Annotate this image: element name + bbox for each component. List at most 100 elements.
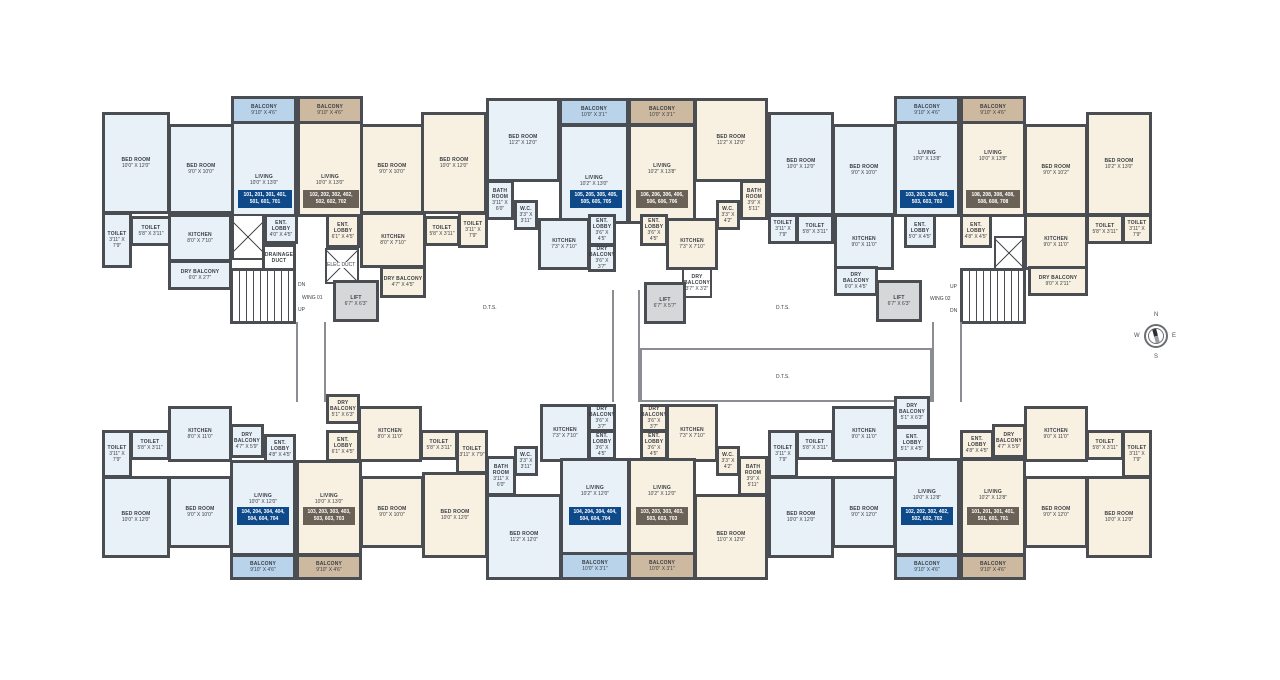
room-dim: 3'7" X 3'2" bbox=[685, 286, 709, 292]
corridor-left bbox=[296, 322, 326, 402]
room-dim: 10'0" X 13'0" bbox=[314, 499, 344, 505]
room-dim: 11'2" X 12'0" bbox=[717, 140, 745, 146]
b4-unit-numbers: 103, 203, 303, 403, 503, 603, 703 bbox=[636, 507, 688, 525]
b2-toilet-2: TOILET 3'11" X 7'9" bbox=[456, 430, 488, 474]
room-dim: 10'0" X 13'0" bbox=[249, 180, 279, 186]
room-dim: 5'8" X 3'11" bbox=[1092, 445, 1118, 451]
b2-bedroom-2: BED ROOM 10'0" X 12'0" bbox=[422, 472, 488, 558]
room-dim: 3'11" X 7'9" bbox=[465, 227, 481, 239]
room-name: TOILET bbox=[805, 439, 825, 445]
room-name: BED ROOM bbox=[849, 506, 879, 512]
stair-dn-label: DN bbox=[298, 282, 306, 288]
room-name: TOILET bbox=[463, 221, 483, 227]
room-dim: 9'0" X 11'0" bbox=[851, 434, 877, 440]
room-dim: 3'6" X 3'7" bbox=[647, 418, 661, 430]
b1-bedroom-2: BED ROOM 9'0" X 10'0" bbox=[168, 476, 232, 548]
room-dim: 11'0" X 12'0" bbox=[717, 537, 745, 543]
b3-bedroom: BED ROOM 11'2" X 12'0" bbox=[486, 494, 562, 580]
room-dim: 9'10" X 4'6" bbox=[980, 110, 1006, 116]
room-dim: 8'0" X 11'0" bbox=[187, 434, 213, 440]
room-name: BED ROOM bbox=[121, 157, 151, 163]
t3-unit-numbers: 105, 205, 305, 405, 505, 605, 705 bbox=[570, 190, 622, 208]
b4-dry-balcony: DRY BALCONY 3'6" X 3'7" bbox=[640, 404, 668, 432]
room-dim: 9'0" X 12'0" bbox=[851, 512, 877, 518]
room-dim: 9'0" X 2'11" bbox=[1045, 281, 1071, 287]
t6-bedroom-2: BED ROOM 10'2" X 13'0" bbox=[1086, 112, 1152, 216]
room-dim: 5'1" X 6'3" bbox=[331, 412, 355, 418]
t5-bedroom-2: BED ROOM 9'0" X 10'0" bbox=[832, 124, 896, 216]
room-name: ENT. LOBBY bbox=[592, 433, 612, 445]
room-name: LIVING bbox=[918, 489, 936, 495]
room-name: BED ROOM bbox=[440, 509, 470, 515]
room-dim: 10'2" X 13'8" bbox=[647, 169, 677, 175]
b6-balcony: BALCONY 9'10" X 4'6" bbox=[960, 554, 1026, 580]
compass-inner-ring bbox=[1148, 328, 1164, 344]
room-name: BED ROOM bbox=[1104, 511, 1134, 517]
room-name: LIVING bbox=[320, 493, 338, 499]
t3-dry-balcony: DRY BALCONY 3'6" X 3'7" bbox=[588, 244, 616, 272]
t3-balcony: BALCONY 10'0" X 3'1" bbox=[559, 98, 629, 126]
room-name: DRY BALCONY bbox=[898, 403, 926, 415]
wing-01-label: WING 01 bbox=[302, 295, 323, 301]
room-dim: 10'0" X 13'0" bbox=[315, 180, 345, 186]
room-name: KITCHEN bbox=[852, 236, 876, 242]
b5-balcony: BALCONY 9'10" X 4'6" bbox=[894, 554, 960, 580]
t6-toilet-1: TOILET 5'8" X 3'11" bbox=[1086, 214, 1124, 244]
wing2-dn-label: DN bbox=[950, 308, 958, 314]
room-dim: 4'7" X 5'9" bbox=[997, 444, 1021, 450]
room-dim: 9'0" X 10'0" bbox=[379, 512, 405, 518]
room-name: BALCONY bbox=[648, 106, 676, 112]
t3-wc: W.C. 3'3" X 3'11" bbox=[514, 200, 538, 230]
t6-bedroom-1: BED ROOM 9'0" X 10'2" bbox=[1024, 124, 1088, 216]
room-dim: 9'0" X 11'0" bbox=[1043, 434, 1069, 440]
room-name: DRY BALCONY bbox=[233, 432, 261, 444]
t1-toilet-2: TOILET 5'8" X 3'11" bbox=[130, 216, 172, 246]
room-name: BATH ROOM bbox=[491, 188, 509, 200]
room-dim: 9'0" X 10'0" bbox=[187, 512, 213, 518]
b6-kitchen: KITCHEN 9'0" X 11'0" bbox=[1024, 406, 1088, 462]
room-dim: 4'7" X 5'9" bbox=[235, 444, 259, 450]
t2-ent-lobby: ENT. LOBBY 6'1" X 4'5" bbox=[326, 214, 360, 248]
room-name: KITCHEN bbox=[552, 238, 576, 244]
room-name: TOILET bbox=[107, 445, 127, 451]
room-name: ENT. LOBBY bbox=[902, 434, 922, 446]
b6-bedroom-2: BED ROOM 10'0" X 12'0" bbox=[1086, 476, 1152, 558]
room-name: BALCONY bbox=[913, 104, 941, 110]
room-name: BALCONY bbox=[315, 561, 343, 567]
room-dim: 7'3" X 7'10" bbox=[679, 433, 705, 439]
room-dim: 5'8" X 3'11" bbox=[802, 445, 828, 451]
room-name: TOILET bbox=[107, 231, 127, 237]
t5-toilet-2: TOILET 5'8" X 3'11" bbox=[796, 214, 834, 244]
room-name: TOILET bbox=[773, 220, 793, 226]
room-name: TOILET bbox=[1095, 223, 1115, 229]
t1-unit-numbers: 101, 201, 301, 401, 501, 601, 701 bbox=[238, 190, 292, 208]
t3-bathroom: BATH ROOM 3'11" X 6'0" bbox=[486, 180, 514, 220]
room-dim: 9'10" X 4'6" bbox=[914, 567, 940, 573]
room-dim: 10'0" X 12'0" bbox=[786, 164, 816, 170]
b5-kitchen: KITCHEN 9'0" X 11'0" bbox=[832, 406, 896, 462]
room-dim: 6'7" X 5'7" bbox=[653, 303, 677, 309]
b6-toilet-2: TOILET 3'11" X 7'9" bbox=[1122, 430, 1152, 478]
room-dim: 10'0" X 12'0" bbox=[440, 515, 470, 521]
room-dim: 3'11" X 7'9" bbox=[775, 451, 791, 463]
t4-balcony: BALCONY 10'0" X 3'1" bbox=[628, 98, 696, 126]
t3-living: LIVING 10'2" X 13'0" bbox=[559, 124, 629, 224]
room-dim: 5'8" X 3'11" bbox=[138, 231, 164, 237]
room-name: LIFT bbox=[893, 295, 905, 301]
t4-living: LIVING 10'2" X 13'8" bbox=[628, 124, 696, 224]
t4-bathroom: BATH ROOM 3'9" X 5'11" bbox=[740, 180, 768, 220]
b3-dry-balcony: DRY BALCONY 3'6" X 3'7" bbox=[588, 404, 616, 432]
room-dim: 3'6" X 4'5" bbox=[595, 230, 609, 242]
room-dim: 9'0" X 10'2" bbox=[1043, 170, 1069, 176]
room-dim: 3'11" X 7'9" bbox=[109, 237, 125, 249]
t2-bedroom-1: BED ROOM 9'0" X 10'0" bbox=[360, 124, 424, 214]
room-name: BED ROOM bbox=[716, 531, 746, 537]
t5-unit-numbers: 103, 203, 303, 403, 503, 603, 703 bbox=[900, 190, 954, 208]
b6-ent-lobby: ENT. LOBBY 4'8" X 4'5" bbox=[960, 430, 994, 460]
lift-3: LIFT 6'7" X 6'3" bbox=[876, 280, 922, 322]
room-dim: 9'10" X 4'6" bbox=[251, 110, 277, 116]
room-dim: 9'0" X 12'0" bbox=[1043, 512, 1069, 518]
room-name: LIVING bbox=[586, 485, 604, 491]
room-dim: 10'0" X 12'0" bbox=[1104, 517, 1134, 523]
compass-s: S bbox=[1154, 354, 1159, 360]
